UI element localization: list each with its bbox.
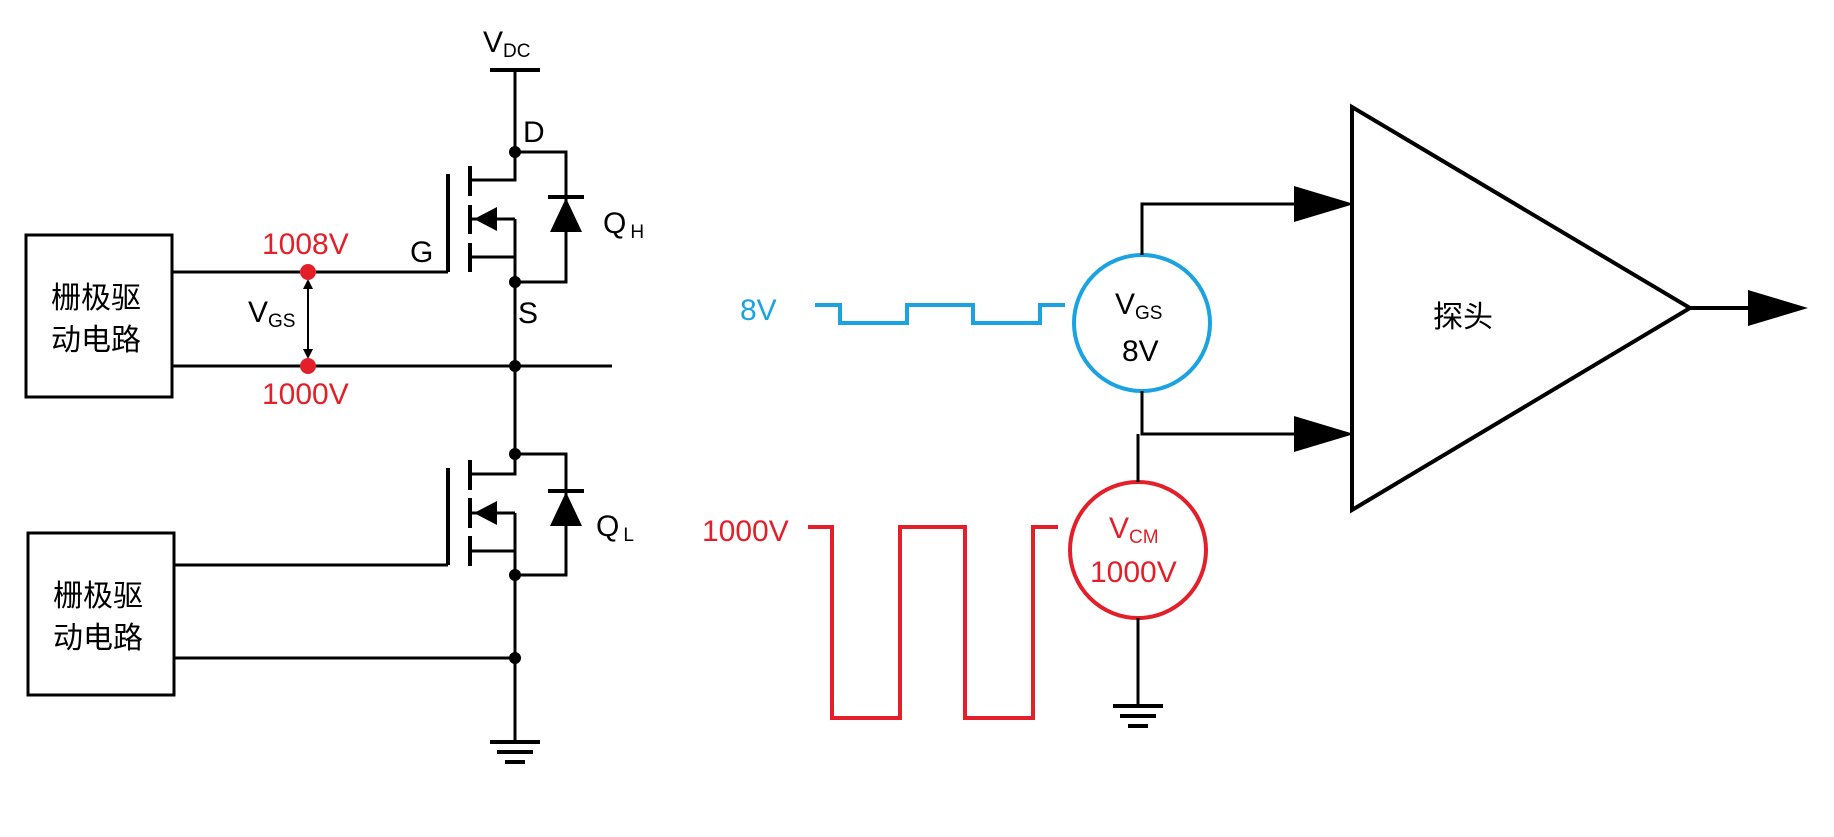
junction-ground [509, 652, 521, 664]
source-label: S [518, 297, 538, 330]
gate-probe-point [300, 264, 316, 280]
probe-amplifier [1350, 103, 1694, 514]
junction-source-qh [509, 276, 521, 288]
probe-minus-wire [1140, 391, 1348, 436]
vcm-source-value: 1000V [1090, 556, 1177, 589]
gate-label: G [410, 236, 433, 269]
junction-source-ql [509, 569, 521, 581]
junction-dots [509, 146, 521, 664]
ql-mosfet [446, 452, 584, 577]
driver-bottom-line2: 动电路 [53, 621, 143, 656]
vcm-waveform [808, 525, 1058, 720]
vgs-source-label: VGS [1115, 288, 1162, 324]
vcm-source-label: VCM [1109, 512, 1159, 548]
driver-box-bottom [26, 531, 176, 697]
ql-source-lead [470, 549, 517, 575]
driver-bottom-line1: 栅极驱 [53, 579, 143, 614]
driver-top-line2: 动电路 [51, 323, 141, 358]
gate-voltage-label: 1008V [262, 228, 349, 261]
ql-body-arrow [474, 501, 497, 525]
measurement-points [300, 264, 316, 374]
right-ground-icon [1113, 704, 1163, 728]
half-bridge-circuit [24, 68, 612, 764]
probe-label: 探头 [1433, 300, 1493, 335]
probe-input-minus-arrow-icon [1294, 416, 1354, 452]
junction-switch-node [509, 360, 521, 372]
vgs-level-label: 8V [740, 294, 777, 327]
vgs-label: VGS [248, 296, 295, 332]
vcm-level-label: 1000V [702, 515, 789, 548]
qh-diode-icon [550, 198, 582, 232]
vgs-source-value: 8V [1122, 335, 1159, 368]
probe-output-arrow-icon [1748, 290, 1808, 326]
equivalent-model [808, 103, 1808, 728]
driver-box-top [24, 233, 174, 399]
vdc-label: VDC [483, 26, 530, 62]
junction-drain-ql [509, 448, 521, 460]
vgs-waveform [815, 303, 1065, 325]
driver-top-line1: 栅极驱 [51, 281, 141, 316]
source-probe-point [300, 358, 316, 374]
ql-diode-icon [550, 492, 582, 526]
qh-drain-lead [470, 152, 517, 182]
ql-drain-lead [470, 454, 517, 476]
left-ground-icon [490, 740, 540, 764]
qh-mosfet [446, 150, 584, 284]
probe-input-plus-arrow-icon [1294, 186, 1354, 222]
junction-drain [509, 146, 521, 158]
qh-body-arrow [474, 207, 497, 231]
qh-source-lead [470, 255, 517, 282]
source-voltage-label: 1000V [262, 378, 349, 411]
probe-plus-wire [1140, 202, 1348, 255]
drain-label: D [523, 116, 545, 149]
vcm-source-circle [1068, 480, 1208, 620]
